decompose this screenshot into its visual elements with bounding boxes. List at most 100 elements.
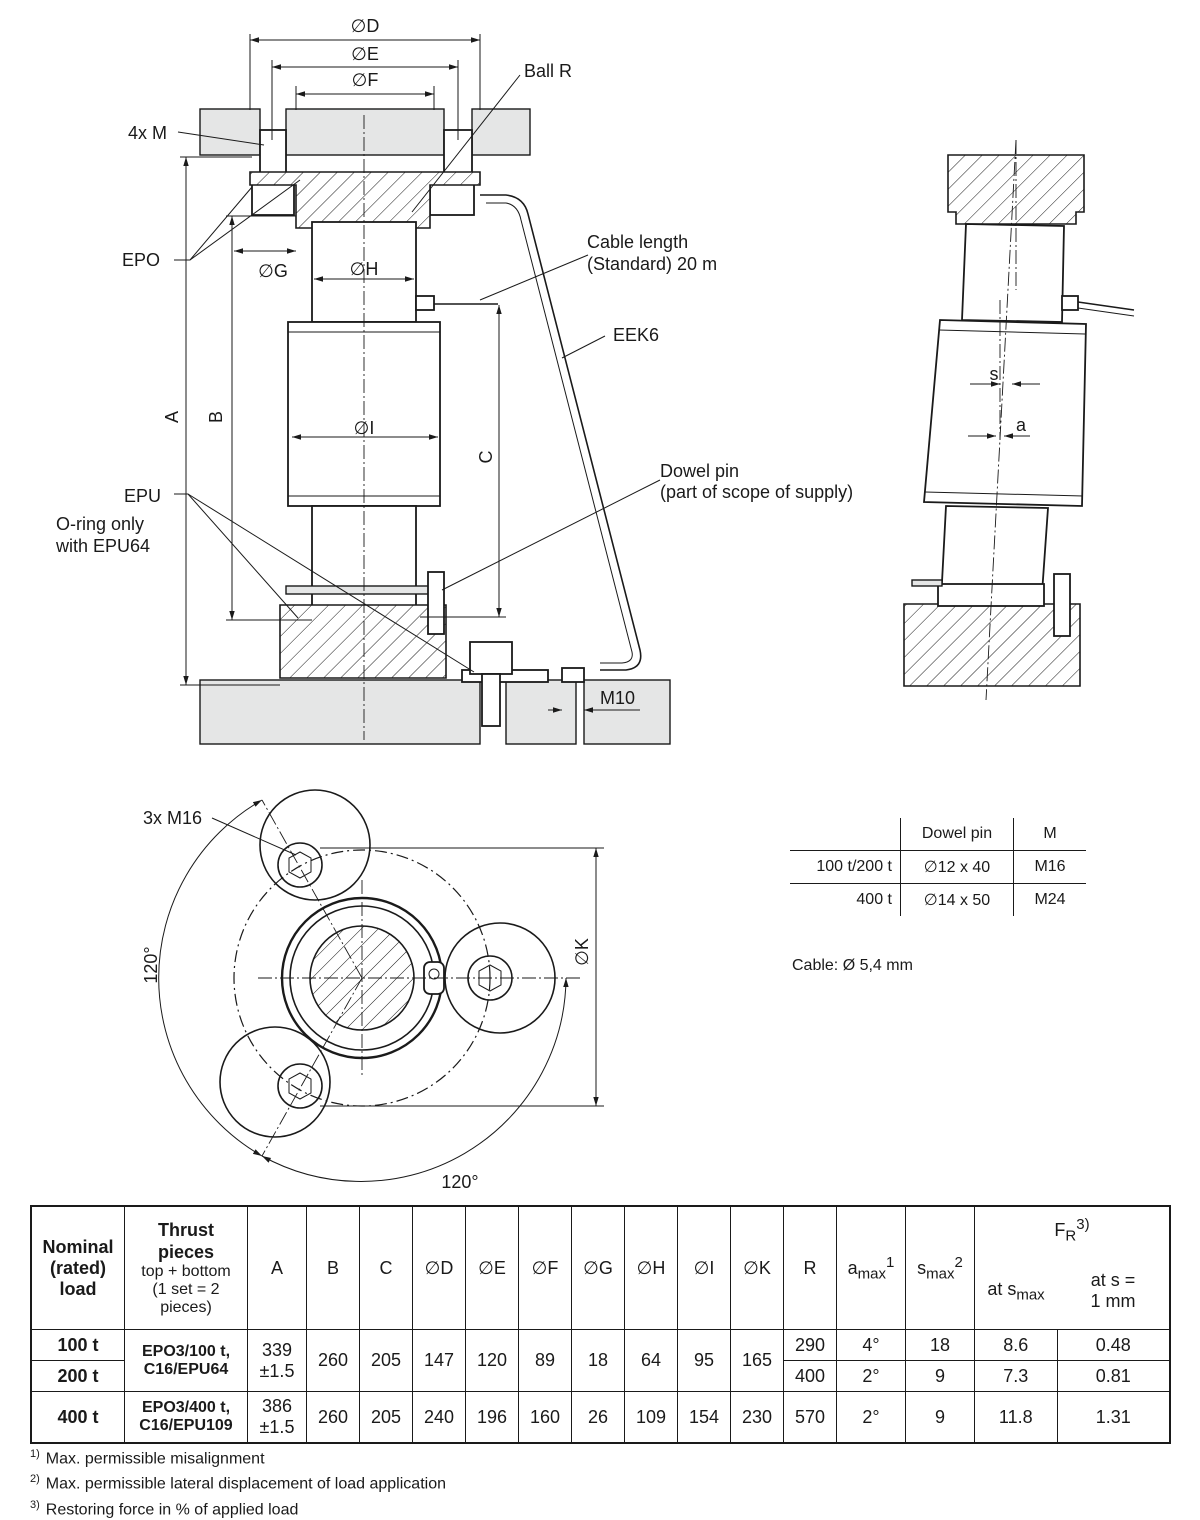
label-C: C (476, 451, 496, 464)
header-fr: FR3) (974, 1205, 1171, 1253)
label-A: A (162, 411, 182, 423)
footnote-2: 2)Max. permissible lateral displacement … (30, 1473, 446, 1493)
header-R: R (783, 1205, 837, 1330)
table-cell: 89 (518, 1329, 572, 1392)
footnote-3: 3)Restoring force in % of applied load (30, 1498, 299, 1518)
dowel-table-cell: 100 t/200 t (790, 850, 901, 884)
table-cell: 147 (412, 1329, 466, 1392)
dowel-table-cell: 400 t (856, 891, 892, 908)
dimension-table: Nominal (rated) load Thrust pieces top +… (30, 1205, 1171, 1444)
table-cell: 0.48 (1056, 1329, 1171, 1361)
table-cell: 160 (518, 1391, 572, 1444)
angle-arc-left (158, 799, 263, 1157)
table-cell: 8.6 (974, 1329, 1058, 1361)
header-thrust-pieces: Thrust pieces top + bottom (1 set = 2 pi… (124, 1205, 248, 1330)
thrust-group-1: EPO3/100 t, C16/EPU64 (124, 1329, 248, 1392)
header-smax: smax2 (905, 1205, 975, 1330)
table-cell: 205 (359, 1391, 413, 1444)
table-cell: 165 (730, 1329, 784, 1392)
label-dI: ∅I (354, 418, 375, 438)
label-dK: ∅K (572, 938, 592, 966)
header-nominal-load: Nominal (rated) load (30, 1205, 125, 1330)
header-dF: ∅F (518, 1205, 572, 1330)
header-A: A (247, 1205, 307, 1330)
angle-arc-bottom (261, 977, 569, 1182)
header-B: B (306, 1205, 360, 1330)
label-dD: ∅D (351, 16, 380, 36)
thrust-group-2: EPO3/400 t, C16/EPU109 (124, 1391, 248, 1444)
table-cell: 0.81 (1056, 1360, 1171, 1392)
header-dK: ∅K (730, 1205, 784, 1330)
table-cell: 260 (306, 1329, 360, 1392)
header-dD: ∅D (412, 1205, 466, 1330)
label-B: B (206, 411, 226, 423)
label-oring: O-ring only (56, 514, 144, 534)
label-angle-left: 120° (141, 946, 161, 983)
top-view: 3x M16 120° 120° ∅K (141, 789, 604, 1192)
table-cell: 18 (905, 1329, 975, 1361)
technical-drawing: ∅D ∅E ∅F Ball R 4x M EPO ∅G ∅H ∅I Cable … (55, 16, 1135, 1192)
table-cell: 260 (306, 1391, 360, 1444)
bottom-plate-mid (505, 679, 577, 745)
oring-plate (285, 585, 437, 595)
table-cell: 120 (465, 1329, 519, 1392)
row-load-200: 200 t (30, 1360, 125, 1392)
label-cable-standard: (Standard) 20 m (587, 254, 717, 274)
table-cell: 1.31 (1056, 1391, 1171, 1444)
dowel-table-cell: ∅14 x 50 (900, 883, 1014, 916)
label-dowel-scope: (part of scope of supply) (660, 482, 853, 502)
table-cell: 26 (571, 1391, 625, 1444)
epo-top-thrust-piece (249, 171, 481, 229)
side-dowel-pin (1053, 573, 1071, 637)
cell-A-g1: 339 ±1.5 (247, 1329, 307, 1392)
label-eek6: EEK6 (613, 325, 659, 345)
bottom-plate-right (583, 679, 671, 745)
table-cell: 240 (412, 1391, 466, 1444)
header-at-smax: at smax (974, 1253, 1057, 1330)
dowel-table-cell: ∅12 x 40 (900, 850, 1014, 884)
label-dF: ∅F (352, 70, 379, 90)
cable-note: Cable: Ø 5,4 mm (792, 957, 913, 974)
side-cable-gland (1061, 295, 1079, 311)
header-dI: ∅I (677, 1205, 731, 1330)
header-at-s1: at s = 1 mm (1057, 1253, 1171, 1330)
label-s: s (990, 364, 999, 384)
bolt-clearance-top (259, 789, 371, 901)
table-cell: 9 (905, 1360, 975, 1392)
row-load-400: 400 t (30, 1391, 125, 1444)
table-cell: 230 (730, 1391, 784, 1444)
row-load-100: 100 t (30, 1329, 125, 1361)
top-plate-center (285, 108, 445, 156)
side-oring (911, 579, 943, 587)
dowel-table-header-dowel: Dowel pin (900, 818, 1014, 851)
table-cell: 196 (465, 1391, 519, 1444)
top-plate-left (199, 108, 261, 156)
dowel-table-header-m: M (1013, 818, 1086, 851)
table-cell: 18 (571, 1329, 625, 1392)
cable-gland (415, 295, 435, 311)
top-plate-right (471, 108, 531, 156)
table-cell: 11.8 (974, 1391, 1058, 1444)
header-dE: ∅E (465, 1205, 519, 1330)
side-cable (1077, 301, 1135, 311)
header-amax: amax1 (836, 1205, 906, 1330)
label-m10: M10 (600, 688, 635, 708)
dowel-table-cell: M16 (1013, 850, 1086, 884)
side-cell-housing (923, 319, 1087, 507)
bottom-bolt-head (469, 641, 513, 675)
dowel-table-header-empty (790, 818, 901, 851)
bolt-head-bottom (277, 1063, 323, 1109)
table-cell: 290 (783, 1329, 837, 1361)
label-dG: ∅G (258, 261, 288, 281)
label-a-small: a (1016, 415, 1027, 435)
table-cell: 570 (783, 1391, 837, 1444)
side-view-tilted: s a (903, 139, 1135, 701)
table-cell: 205 (359, 1329, 413, 1392)
label-3x-m16: 3x M16 (143, 808, 202, 828)
table-cell: 400 (783, 1360, 837, 1392)
bolt-head-top (277, 842, 323, 888)
bottom-plate-left (199, 679, 481, 745)
footnote-1: 1)Max. permissible misalignment (30, 1448, 265, 1468)
label-dowel-pin: Dowel pin (660, 461, 739, 481)
table-cell: 2° (836, 1391, 906, 1444)
